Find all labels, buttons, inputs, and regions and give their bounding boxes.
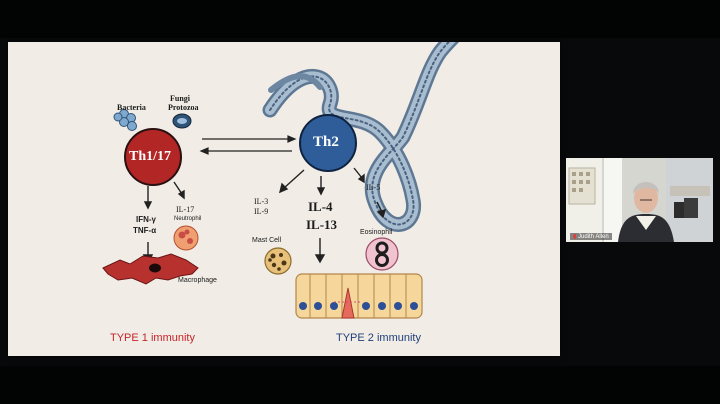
- th2-output-arrows: [278, 167, 387, 264]
- il9-label: IL-9: [254, 207, 269, 216]
- neutrophil-label: Neutrophil: [174, 216, 202, 222]
- participant-name: Judith Allen: [577, 234, 609, 240]
- letterbox-top: [0, 0, 720, 38]
- il4-label: IL-4: [308, 199, 333, 214]
- type2-immunity-title: TYPE 2 immunity: [336, 332, 421, 344]
- fungi-label: Fungi: [170, 94, 191, 103]
- mast-cell-label: Mast Cell: [252, 237, 282, 244]
- il13-label: IL-13: [306, 217, 338, 232]
- bacteria-label: Bacteria: [117, 103, 146, 112]
- participant-name-tag: ▮ Judith Allen: [570, 233, 612, 240]
- th1-cell: [124, 128, 182, 186]
- helminth-worm-image: [262, 42, 460, 232]
- neutrophil-image: [173, 225, 199, 251]
- il17-label: IL-17: [176, 205, 195, 214]
- bacteria-image: [113, 109, 137, 131]
- mic-muted-icon: ▮: [573, 234, 577, 240]
- participant-video-tile[interactable]: ▮ Judith Allen: [566, 158, 713, 242]
- il5-label: IL-5: [366, 183, 381, 192]
- protozoa-label: Protozoa: [168, 103, 199, 112]
- macrophage-image: [102, 253, 199, 285]
- epithelium-image: [295, 273, 423, 319]
- letterbox-bottom: [0, 366, 720, 404]
- protozoa-image: [172, 113, 192, 129]
- il3-label: IL-3: [254, 197, 269, 206]
- eosinophil-label: Eosinophil: [360, 229, 393, 236]
- participant-video-feed: [566, 158, 713, 242]
- eosinophil-image: [365, 237, 399, 271]
- ifn-gamma-label: IFN-γ: [136, 215, 156, 224]
- mast-cell-image: [264, 247, 292, 275]
- th1-cell-label: Th1/17: [129, 149, 172, 164]
- presentation-slide: Bacteria Fungi Protozoa Th1/17 Th2 IFN-γ…: [8, 42, 560, 356]
- tnf-alpha-label: TNF-α: [133, 226, 157, 235]
- slide-graphics: [102, 42, 460, 319]
- type1-immunity-title: TYPE 1 immunity: [110, 332, 195, 344]
- th2-cell: [299, 114, 357, 172]
- macrophage-label: Macrophage: [178, 277, 217, 284]
- th2-cell-label: Th2: [313, 134, 339, 150]
- cross-regulation-arrows: [199, 135, 297, 155]
